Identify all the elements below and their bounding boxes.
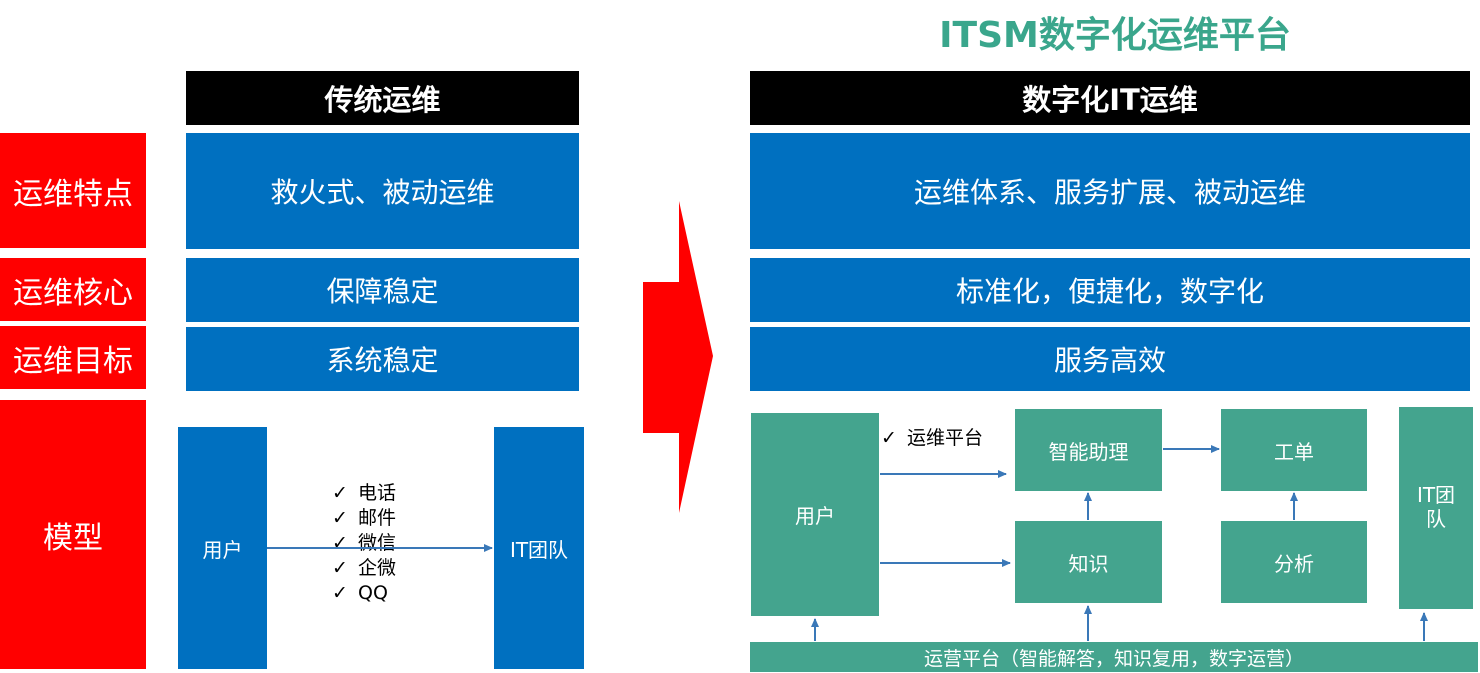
channel-item: ✓QQ: [332, 582, 388, 604]
traditional-features: 救火式、被动运维: [186, 133, 579, 249]
ops-platform-bar: 运营平台（智能解答，知识复用，数字运营）: [750, 642, 1478, 672]
platform-check: ✓运维平台: [881, 426, 1011, 451]
digital-user-box: 用户: [751, 413, 879, 616]
row-label-goal: 运维目标: [0, 326, 146, 389]
channel-item: ✓企微: [332, 557, 397, 579]
traditional-core: 保障稳定: [186, 258, 579, 322]
digital-core: 标准化，便捷化，数字化: [750, 258, 1470, 322]
digital-it-team-box: IT团队: [1399, 407, 1473, 609]
check-icon: ✓: [332, 482, 348, 504]
digital-features: 运维体系、服务扩展、被动运维: [750, 133, 1470, 249]
traditional-goal: 系统稳定: [186, 327, 579, 391]
transition-arrow-icon: [643, 201, 713, 513]
traditional-it-team-box: IT团队: [494, 427, 584, 669]
digital-goal: 服务高效: [750, 327, 1470, 391]
traditional-header: 传统运维: [186, 71, 579, 125]
check-icon: ✓: [332, 582, 348, 604]
row-label-features: 运维特点: [0, 133, 146, 248]
check-icon: ✓: [332, 557, 348, 579]
analysis-box: 分析: [1221, 521, 1367, 603]
platform-check-item: ✓运维平台: [881, 427, 984, 449]
digital-header: 数字化IT运维: [750, 71, 1470, 125]
row-label-core: 运维核心: [0, 258, 146, 321]
knowledge-box: 知识: [1015, 521, 1162, 603]
ticket-box: 工单: [1221, 409, 1367, 491]
assistant-box: 智能助理: [1015, 409, 1162, 491]
channel-item: ✓邮件: [332, 507, 397, 529]
page-title: ITSM数字化运维平台: [939, 15, 1291, 56]
traditional-user-box: 用户: [178, 427, 267, 669]
row-label-model: 模型: [0, 400, 146, 669]
channel-item: ✓电话: [332, 482, 397, 504]
check-icon: ✓: [881, 427, 897, 449]
check-icon: ✓: [332, 507, 348, 529]
